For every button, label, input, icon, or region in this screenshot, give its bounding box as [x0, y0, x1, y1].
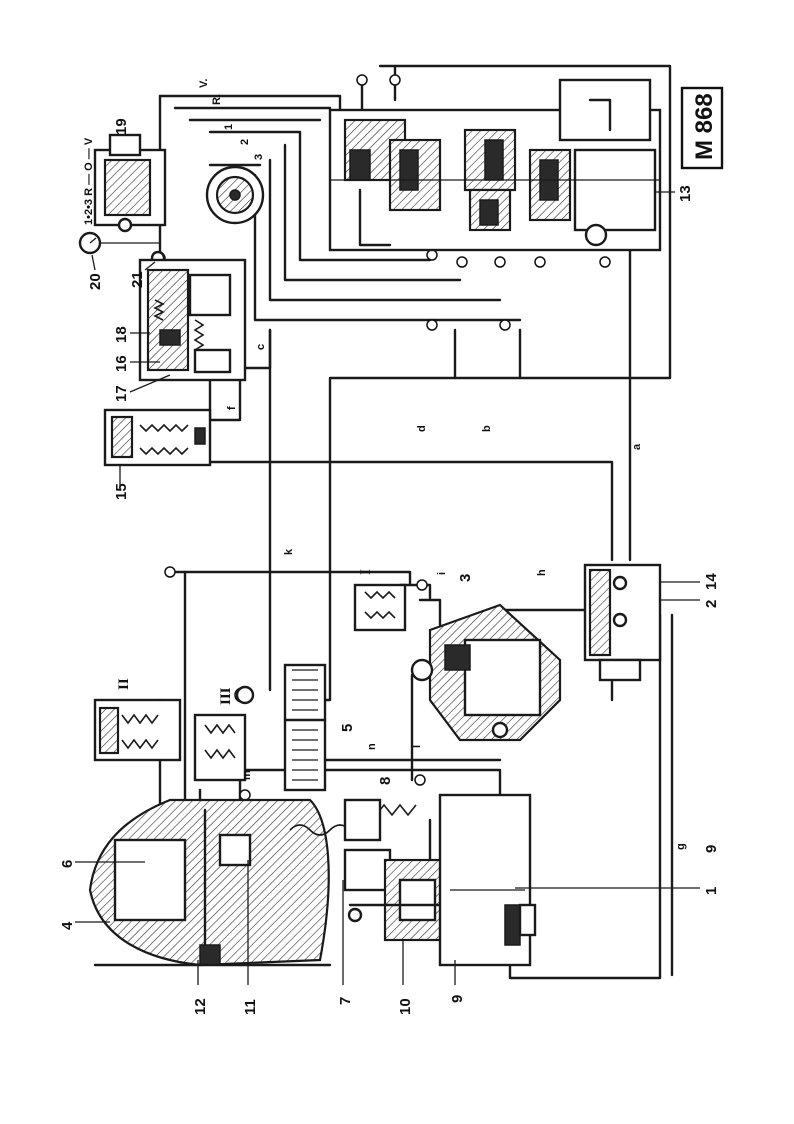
port-1-label: 1	[223, 124, 235, 130]
callout-8: 8	[377, 777, 394, 785]
callout-4: 4	[59, 921, 76, 930]
rotary-distributor	[205, 163, 265, 225]
roman-labels: I II III	[116, 569, 374, 705]
lever-mechanism	[289, 798, 482, 942]
callout-17: 17	[113, 385, 130, 402]
callout-21: 21	[129, 271, 146, 288]
clutch-unit	[88, 798, 332, 967]
callout-19: 19	[113, 118, 130, 135]
valve-III	[193, 685, 255, 782]
callout-15: 15	[113, 483, 130, 500]
line-d-label: d	[416, 425, 428, 432]
label-II: II	[116, 678, 132, 690]
callout-3: 3	[457, 574, 474, 582]
cylinder-5	[283, 663, 327, 792]
valve-I	[353, 583, 407, 632]
pressure-gauge	[78, 231, 160, 255]
callout-5: 5	[339, 724, 356, 732]
pump	[410, 603, 562, 782]
line-g-label: g	[675, 843, 687, 850]
callout-11: 11	[242, 999, 259, 1015]
callout-13: 13	[677, 185, 694, 202]
valve-II	[93, 698, 182, 762]
callout-6: 6	[59, 860, 76, 868]
line-k-label: k	[283, 548, 295, 555]
valve-positions: 1•2•3 R — O — V	[83, 137, 95, 225]
line-h-label: h	[536, 569, 548, 576]
valve-block	[138, 258, 247, 382]
line-n-label: n	[366, 743, 378, 750]
callout-10: 10	[397, 998, 414, 1015]
line-labels: a b c d f g h i k l m n V. R. 1 2 3	[198, 79, 687, 850]
callout-20: 20	[87, 273, 104, 290]
callout-labels: 1 2 3 4 5 6 7 8 9 9 10 11 12 13 14 15 16…	[59, 118, 720, 1015]
unit-14	[583, 563, 662, 682]
callout-18: 18	[113, 326, 130, 343]
accumulator	[103, 408, 212, 467]
callout-14: 14	[703, 573, 720, 590]
line-m-label: m	[241, 770, 253, 780]
label-I: I	[358, 569, 374, 575]
line-c-label: c	[255, 344, 267, 350]
callout-2: 2	[703, 600, 720, 608]
callout-1: 1	[703, 887, 720, 895]
line-l-label: l	[411, 745, 423, 748]
callout-9: 9	[449, 995, 466, 1003]
line-r-label: R.	[211, 94, 223, 105]
callout-7: 7	[337, 997, 354, 1005]
callout-9b: 9	[703, 845, 720, 853]
drawing-code: M 868	[680, 86, 724, 170]
line-v-label: V.	[198, 79, 210, 88]
callout-16: 16	[113, 355, 130, 372]
line-b-label: b	[481, 425, 493, 432]
reservoir	[438, 793, 537, 967]
line-a-label: a	[631, 443, 643, 450]
port-3-label: 3	[253, 154, 265, 160]
line-f-label: f	[226, 406, 238, 410]
port-2-label: 2	[239, 139, 251, 145]
label-III: III	[218, 687, 234, 705]
line-i-label: i	[436, 572, 448, 575]
selector-valve: 1•2•3 R — O — V	[83, 133, 167, 233]
callout-12: 12	[192, 998, 209, 1015]
drawing-code-text: M 868	[691, 93, 718, 160]
gearbox-unit	[328, 78, 662, 252]
